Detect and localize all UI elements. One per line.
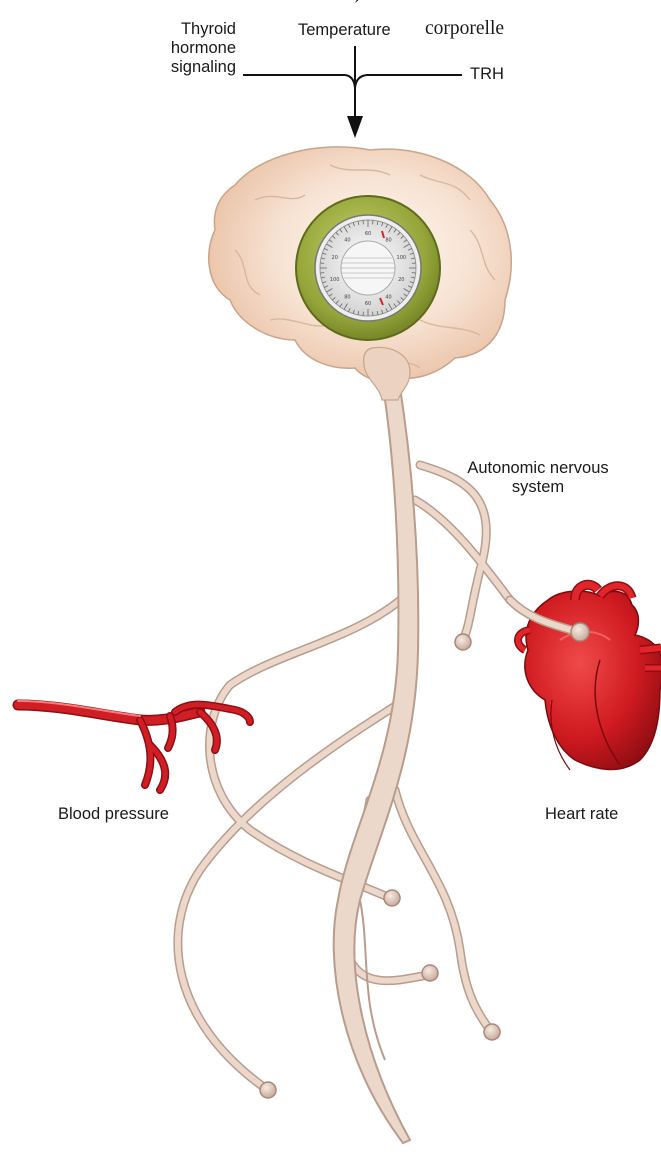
ans-label-line-2: system [438, 478, 638, 497]
dial-number: 40 [344, 238, 350, 244]
arrow-down-icon [347, 116, 363, 138]
dial-number: 100 [330, 277, 340, 283]
dial-number: 60 [365, 301, 371, 307]
dial-number: 20 [332, 255, 338, 261]
ans-label-line-1: Autonomic nervous [438, 459, 638, 478]
signal-connector [243, 46, 462, 138]
thyroid-hormone-label: Thyroid hormone signaling [150, 20, 236, 77]
thermostat-dial-icon: 20 40 60 80 100 20 40 60 80 100 [296, 196, 440, 340]
autonomic-nervous-system-label: Autonomic nervous system [438, 459, 638, 497]
thyroid-label-line-2: hormone [150, 39, 236, 58]
corporelle-label: corporelle [425, 19, 504, 38]
blood-pressure-label: Blood pressure [58, 805, 169, 824]
dial-number: 80 [344, 294, 350, 300]
heart-rate-label: Heart rate [545, 805, 618, 824]
dial-number: 80 [385, 238, 391, 244]
dial-number: 100 [397, 255, 407, 261]
dial-number: 60 [365, 231, 371, 237]
nerve-trunk-icon [334, 375, 419, 1143]
dial-number: 20 [398, 277, 404, 283]
trh-label: TRH [470, 65, 504, 84]
thyroid-label-line-3: signaling [150, 58, 236, 77]
accent-mark: ´ [354, 0, 359, 16]
dial-number: 40 [385, 294, 391, 300]
thyroid-label-line-1: Thyroid [150, 20, 236, 39]
temperature-label: Temperature [298, 21, 391, 40]
heart-icon [518, 585, 661, 770]
